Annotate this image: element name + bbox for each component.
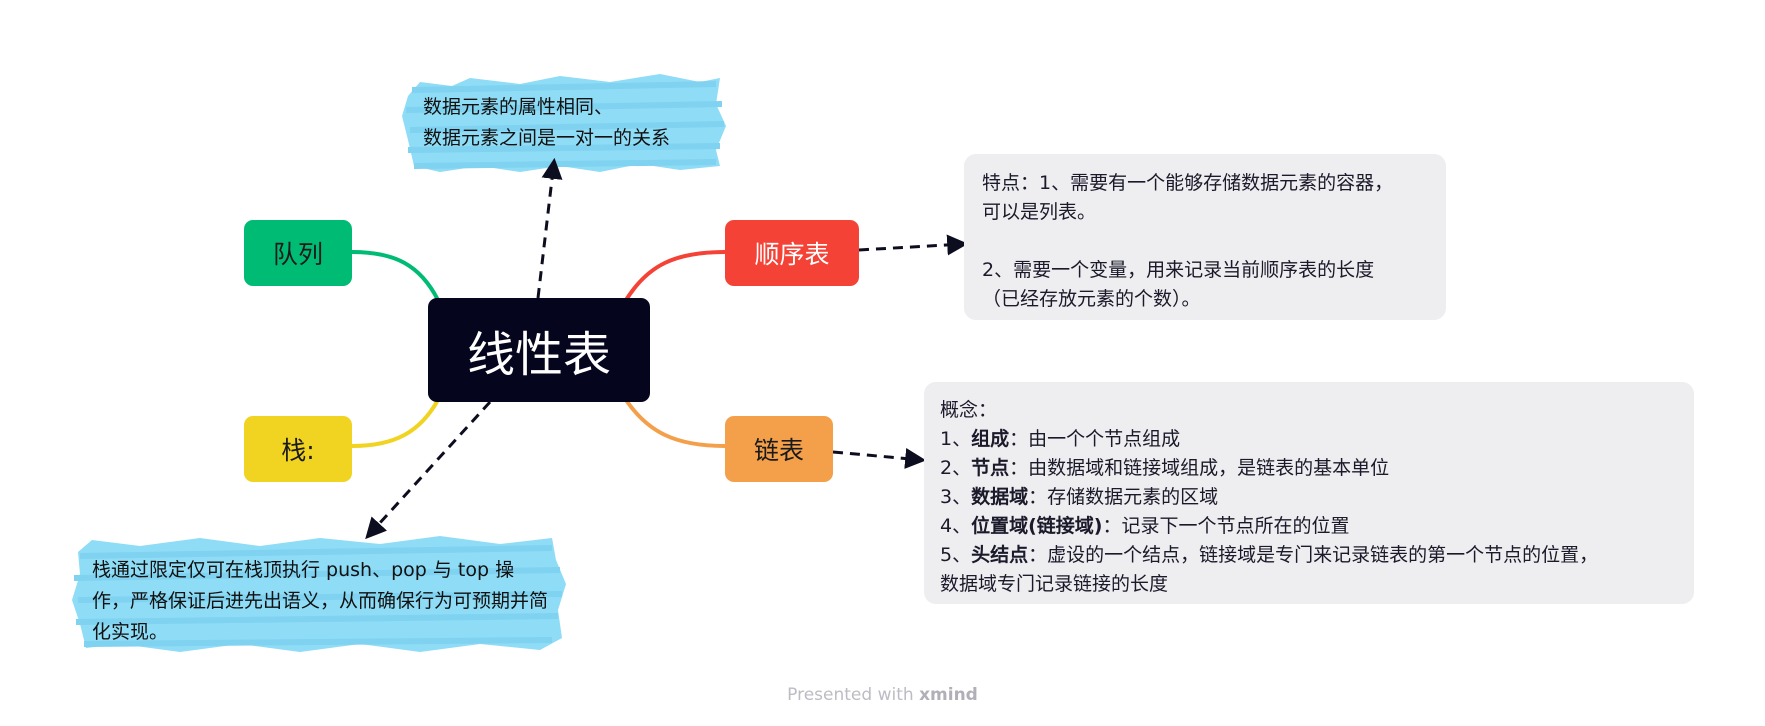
branch-linked-list[interactable]: 链表 bbox=[725, 416, 833, 482]
edge-center-queue bbox=[351, 250, 440, 301]
edge-center-stack bbox=[351, 399, 440, 448]
linked-concept-row: 2、节点：由数据域和链接域组成，是链表的基本单位 bbox=[940, 457, 1390, 479]
arrow-center-to-stack-note bbox=[365, 400, 492, 540]
edge-center-linked bbox=[624, 398, 726, 448]
linked-concept-row: 5、头结点：虚设的一个结点，链接域是专门来记录链表的第一个节点的位置， bbox=[940, 544, 1599, 566]
card-linked-list-concepts[interactable]: 概念： 1、组成：由一个个节点组成 2、节点：由数据域和链接域组成，是链表的基本… bbox=[924, 382, 1694, 604]
note-element-properties[interactable]: 数据元素的属性相同、 数据元素之间是一对一的关系 bbox=[423, 96, 671, 149]
card-sequential-list-features[interactable]: 特点：1、需要有一个能够存储数据元素的容器， 可以是列表。 2、需要一个变量，用… bbox=[964, 154, 1446, 320]
sketch-fill-stack bbox=[72, 536, 566, 652]
arrow-sequential-to-card bbox=[858, 234, 969, 256]
sequential-feature-1: 特点：1、需要有一个能够存储数据元素的容器， 可以是列表。 bbox=[982, 172, 1394, 223]
branch-queue[interactable]: 队列 bbox=[244, 220, 352, 286]
footer-presented-with-xmind: Presented with xmind bbox=[787, 685, 978, 705]
linked-concept-continuation: 数据域专门记录链接的长度 bbox=[940, 573, 1169, 595]
linked-concept-row: 3、数据域：存储数据元素的区域 bbox=[940, 486, 1219, 508]
central-topic-linear-list[interactable]: 线性表 bbox=[428, 298, 650, 402]
branch-stack[interactable]: 栈: bbox=[244, 416, 352, 482]
arrow-linked-to-card bbox=[832, 448, 927, 469]
sketch-fill-top bbox=[402, 74, 726, 172]
sequential-feature-2: 2、需要一个变量，用来记录当前顺序表的长度 （已经存放元素的个数）。 bbox=[982, 259, 1375, 310]
linked-concept-row: 4、位置域(链接域)：记录下一个节点所在的位置 bbox=[940, 515, 1350, 537]
branch-sequential-list[interactable]: 顺序表 bbox=[725, 220, 859, 286]
edge-center-sequential bbox=[624, 250, 726, 302]
note-stack-description[interactable]: 栈通过限定仅可在栈顶执行 push、pop 与 top 操作，严格保证后进先出语… bbox=[92, 559, 549, 643]
linked-concept-row: 1、组成：由一个个节点组成 bbox=[940, 428, 1181, 450]
arrow-center-to-top-note bbox=[536, 157, 563, 299]
linked-card-title: 概念： bbox=[940, 399, 998, 421]
